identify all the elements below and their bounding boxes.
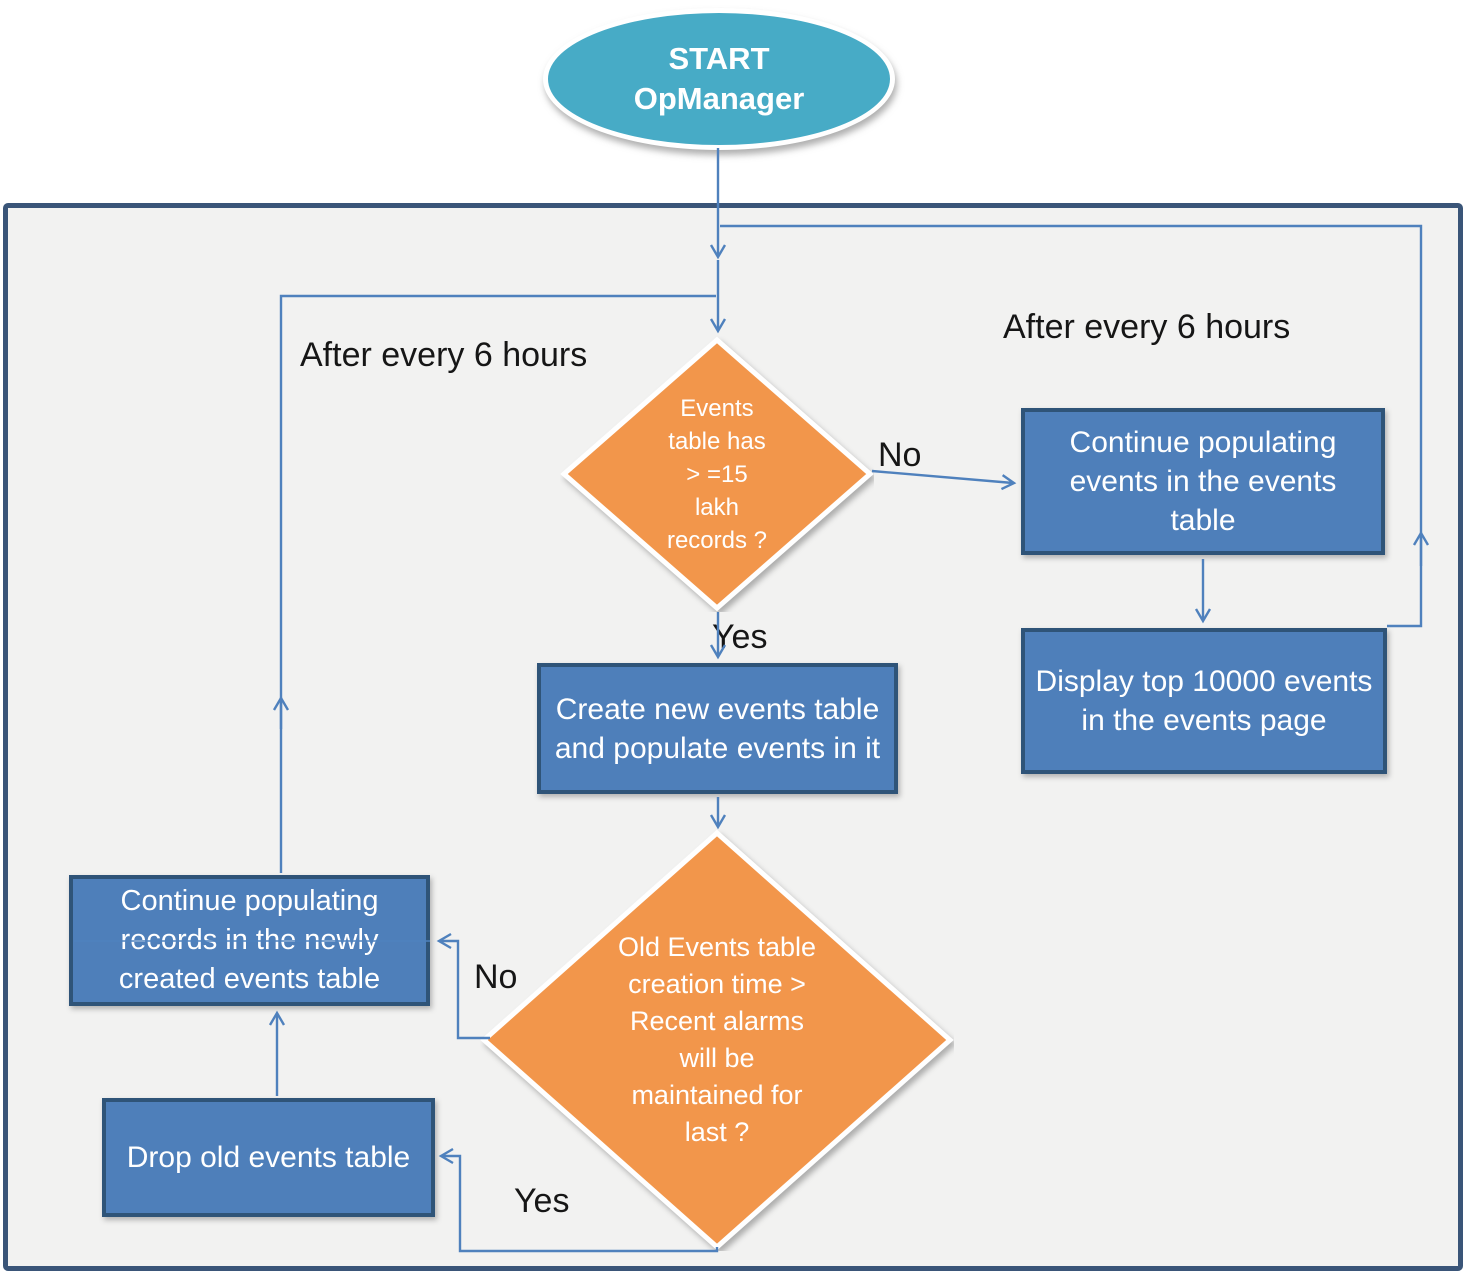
start-terminator: START OpManager (543, 8, 895, 150)
start-label-line2: OpManager (633, 81, 805, 116)
process-continue-populating-records: Continue populating records in the newly… (69, 875, 430, 1006)
decision-old-events-table: Old Events table creation time > Recent … (480, 829, 954, 1251)
label-yes-branch-d1: Yes (712, 618, 768, 656)
process-continue-populating-events-text: Continue populating events in the events… (1069, 426, 1337, 537)
decision-old-events-table-text: Old Events table creation time > Recent … (617, 932, 817, 1147)
decision-events-table-size-text: Events table has > =15 lakh records ? (666, 394, 768, 554)
process-continue-populating-records-text: Continue populating records in the newly… (118, 885, 381, 995)
label-yes-branch-d2: Yes (514, 1182, 570, 1220)
process-drop-old-events-table-text: Drop old events table (126, 1141, 411, 1174)
process-drop-old-events-table: Drop old events table (102, 1098, 435, 1217)
start-label-line1: START (668, 41, 770, 76)
process-create-new-events-table-text: Create new events table and populate eve… (554, 692, 881, 765)
process-display-top-events-text: Display top 10000 events in the events p… (1035, 665, 1373, 737)
decision-events-table-size: Events table has > =15 lakh records ? (560, 336, 874, 612)
label-after-every-6-hours-left: After every 6 hours (300, 336, 588, 374)
label-no-branch-d2: No (474, 958, 518, 996)
label-after-every-6-hours-right: After every 6 hours (1003, 308, 1291, 346)
process-create-new-events-table: Create new events table and populate eve… (537, 663, 898, 794)
label-no-branch-d1: No (878, 436, 922, 474)
process-display-top-events: Display top 10000 events in the events p… (1021, 628, 1387, 774)
process-continue-populating-events: Continue populating events in the events… (1021, 408, 1385, 555)
